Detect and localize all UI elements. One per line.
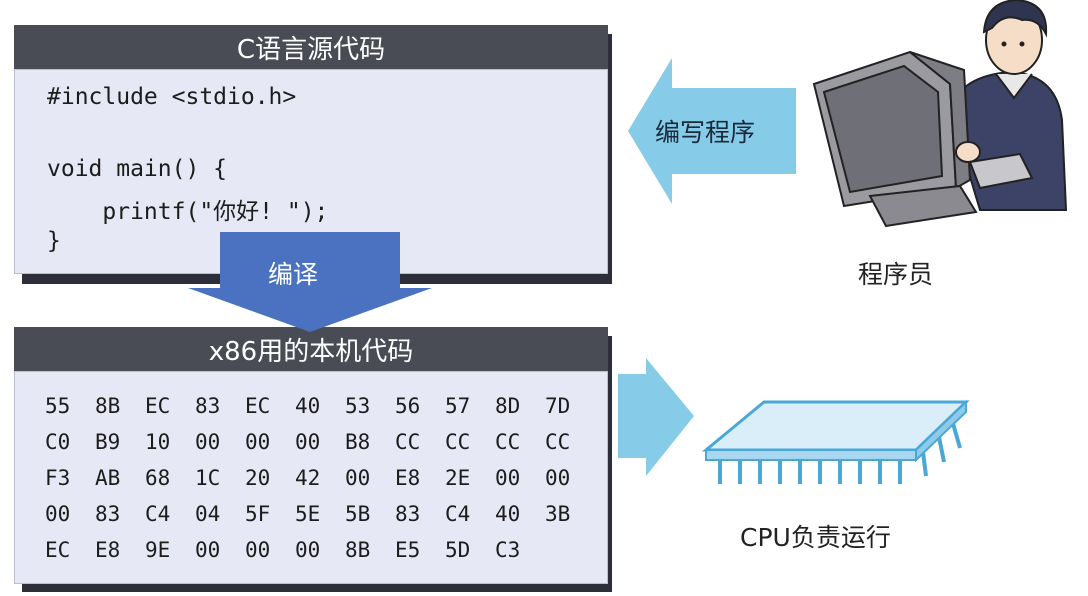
- hex-byte: C4: [445, 502, 471, 526]
- hex-byte: 04: [195, 502, 221, 526]
- code-line: }: [47, 228, 61, 254]
- hex-byte: 00: [195, 430, 221, 454]
- execute-arrow-icon: [618, 358, 694, 476]
- compile-arrow-label: 编译: [268, 260, 319, 289]
- hex-byte: 68: [145, 466, 171, 490]
- hex-byte: 8D: [495, 394, 521, 418]
- hex-byte: 00: [545, 466, 571, 490]
- hex-byte: 9E: [145, 538, 171, 562]
- hex-byte: 3B: [545, 502, 571, 526]
- hex-byte: 83: [395, 502, 421, 526]
- write-arrow: [628, 58, 796, 204]
- hex-byte: CC: [445, 430, 471, 454]
- hex-byte: 5F: [245, 502, 271, 526]
- hex-byte: 00: [245, 430, 271, 454]
- hex-byte: 8B: [95, 394, 121, 418]
- code-line: void main() {: [47, 156, 228, 182]
- hex-byte: E8: [95, 538, 121, 562]
- hex-byte: E5: [395, 538, 421, 562]
- source-panel-title: C语言源代码: [14, 25, 608, 69]
- hex-byte: 00: [45, 502, 71, 526]
- hex-byte: 00: [195, 538, 221, 562]
- hex-byte: 40: [495, 502, 521, 526]
- hex-byte: C4: [145, 502, 171, 526]
- cpu-caption: CPU负责运行: [740, 523, 891, 552]
- compile-arrow: [188, 232, 432, 332]
- hex-byte: 55: [45, 394, 71, 418]
- hex-byte: CC: [545, 430, 571, 454]
- hex-byte: 83: [195, 394, 221, 418]
- write-arrow-shape: [628, 58, 796, 204]
- hex-byte: C0: [45, 430, 71, 454]
- programmer-at-computer-icon: [812, 0, 1068, 228]
- hex-byte: 53: [345, 394, 371, 418]
- hex-byte: 00: [245, 538, 271, 562]
- hex-byte: 57: [445, 394, 471, 418]
- hex-byte: C3: [495, 538, 521, 562]
- hex-byte: EC: [245, 394, 271, 418]
- machine-panel-title: x86用的本机代码: [14, 327, 608, 371]
- hex-byte: 8B: [345, 538, 371, 562]
- hex-byte: 5B: [345, 502, 371, 526]
- hex-byte: B9: [95, 430, 121, 454]
- hex-byte: 2E: [445, 466, 471, 490]
- hex-byte: F3: [45, 466, 71, 490]
- hex-byte: 1C: [195, 466, 221, 490]
- hex-byte: B8: [345, 430, 371, 454]
- hex-byte: 56: [395, 394, 421, 418]
- hex-byte: 5E: [295, 502, 321, 526]
- hex-byte: 5D: [445, 538, 471, 562]
- hex-byte: AB: [95, 466, 121, 490]
- source-code-area: #include <stdio.h> void main() { printf(…: [14, 69, 608, 274]
- hex-byte: 00: [495, 466, 521, 490]
- hex-byte: 7D: [545, 394, 571, 418]
- compile-arrow-shape: [188, 232, 432, 332]
- hex-byte: 10: [145, 430, 171, 454]
- hex-byte: 20: [245, 466, 271, 490]
- code-line: printf("你好! ");: [47, 199, 329, 225]
- hex-byte: EC: [145, 394, 171, 418]
- hex-byte: EC: [45, 538, 71, 562]
- hex-byte: 40: [295, 394, 321, 418]
- hex-byte: CC: [495, 430, 521, 454]
- hex-byte: 42: [295, 466, 321, 490]
- hex-byte: 00: [345, 466, 371, 490]
- write-arrow-label: 编写程序: [655, 118, 756, 147]
- hex-byte: 00: [295, 538, 321, 562]
- programmer-caption: 程序员: [858, 260, 934, 289]
- code-line: #include <stdio.h>: [47, 84, 297, 110]
- hex-byte: 00: [295, 430, 321, 454]
- hex-byte: CC: [395, 430, 421, 454]
- hex-byte: E8: [395, 466, 421, 490]
- cpu-chip-icon: [701, 399, 970, 484]
- hex-byte: 83: [95, 502, 121, 526]
